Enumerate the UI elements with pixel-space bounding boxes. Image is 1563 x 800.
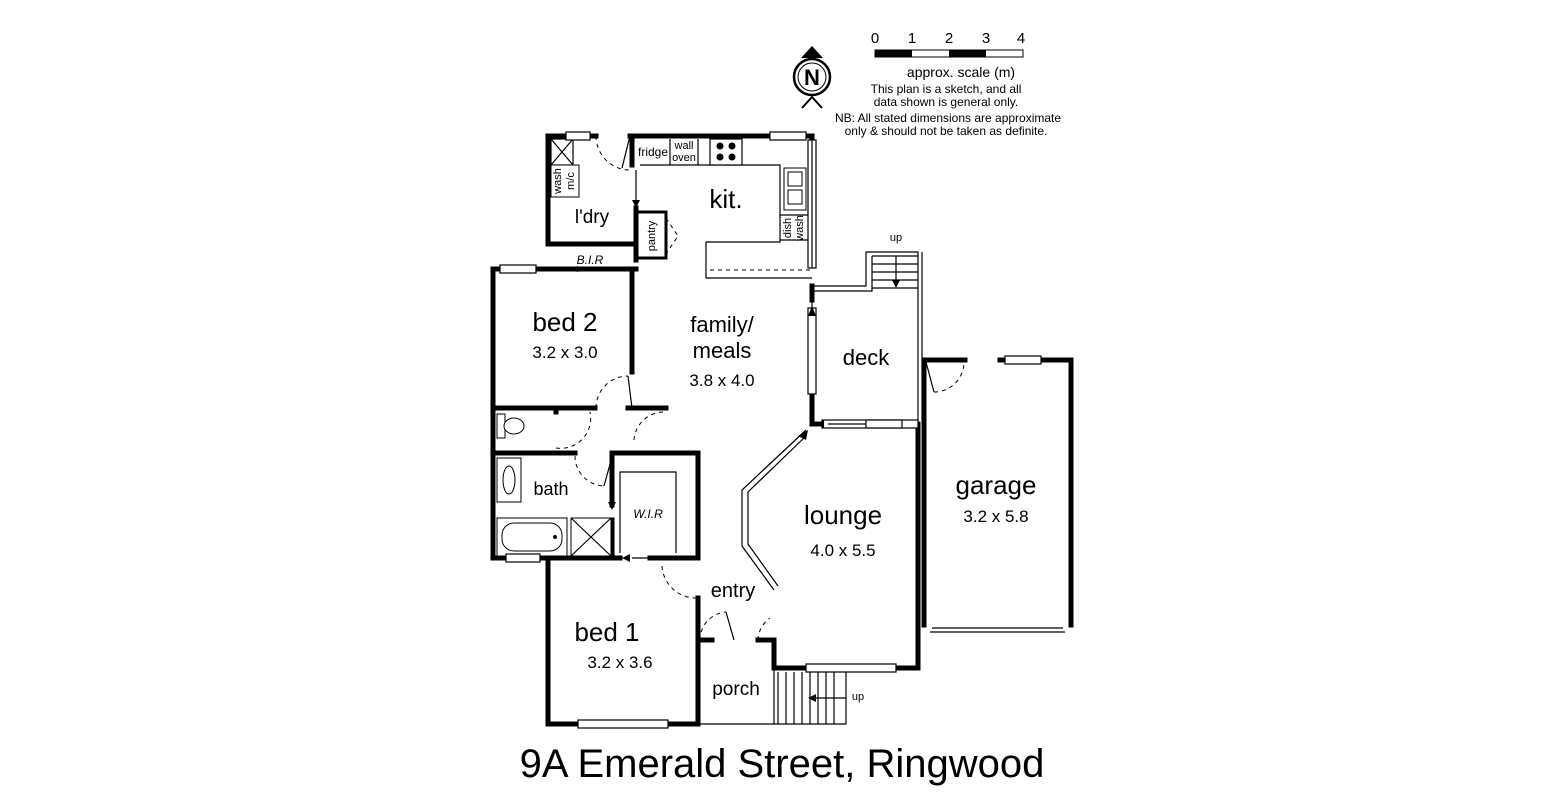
property-address-title: 9A Emerald Street, Ringwood (520, 742, 1045, 786)
porch-stairs-up-label: up (852, 691, 864, 703)
windows (499, 131, 1065, 729)
kitchen-name: kit. (709, 184, 742, 214)
garage-name: garage (956, 470, 1037, 500)
scale-tick-3: 3 (982, 30, 990, 47)
lounge-dims: 4.0 x 5.5 (810, 541, 875, 560)
pantry-label: pantry (646, 220, 658, 251)
family-name-1: family/ (690, 312, 754, 337)
dishwash-label-2: wash (794, 215, 806, 242)
interior-walls (490, 133, 777, 643)
scale-label: approx. scale (m) (907, 64, 1015, 80)
laundry-fixtures (550, 138, 580, 198)
doors (555, 135, 965, 641)
scale-tick-4: 4 (1017, 30, 1025, 47)
porch-name: porch (712, 679, 760, 700)
scale-tick-1: 1 (908, 30, 916, 47)
wash-mc-label-2: m/c (565, 172, 577, 190)
wall-oven-label-2: oven (672, 152, 696, 164)
nb-line-2: only & should not be taken as definite. (845, 124, 1048, 138)
scale-bar: 0 1 2 3 4 approx. scale (m) (871, 30, 1025, 80)
deck-stairs: up (812, 232, 923, 420)
deck-stairs-up-label: up (890, 232, 902, 244)
bed1-name: bed 1 (574, 617, 639, 647)
family-dims: 3.8 x 4.0 (689, 371, 754, 390)
bathroom-fixtures (496, 413, 612, 557)
porch-stairs: up (773, 668, 864, 725)
laundry-name: l'dry (575, 207, 610, 228)
fridge-label: fridge (638, 145, 668, 159)
note-line-1: This plan is a sketch, and all (871, 82, 1022, 96)
north-label: N (804, 65, 820, 90)
family-name-2: meals (693, 338, 752, 363)
lounge-name: lounge (804, 500, 882, 530)
kitchen-bench (640, 138, 812, 279)
garage-dims: 3.2 x 5.8 (963, 507, 1028, 526)
scale-tick-2: 2 (945, 30, 953, 47)
nb-line-1: NB: All stated dimensions are approximat… (835, 111, 1061, 125)
scale-tick-0: 0 (871, 30, 879, 47)
entry-name: entry (711, 580, 755, 602)
wash-mc-label-1: wash (552, 168, 564, 195)
dishwash-label-1: dish (782, 218, 794, 238)
wir-name: W.I.R (633, 507, 663, 521)
sliding-door-arrows (566, 170, 866, 562)
bir-name: B.I.R (577, 253, 604, 267)
deck-name: deck (843, 345, 890, 370)
bath-name: bath (533, 479, 568, 499)
wir-shelf (619, 471, 677, 553)
note-line-2: data shown is general only. (874, 95, 1019, 109)
north-arrow-icon: N (792, 46, 832, 109)
bed1-dims: 3.2 x 3.6 (587, 653, 652, 672)
bed2-name: bed 2 (532, 307, 597, 337)
wall-oven-label-1: wall (674, 140, 694, 152)
bed2-dims: 3.2 x 3.0 (532, 343, 597, 362)
